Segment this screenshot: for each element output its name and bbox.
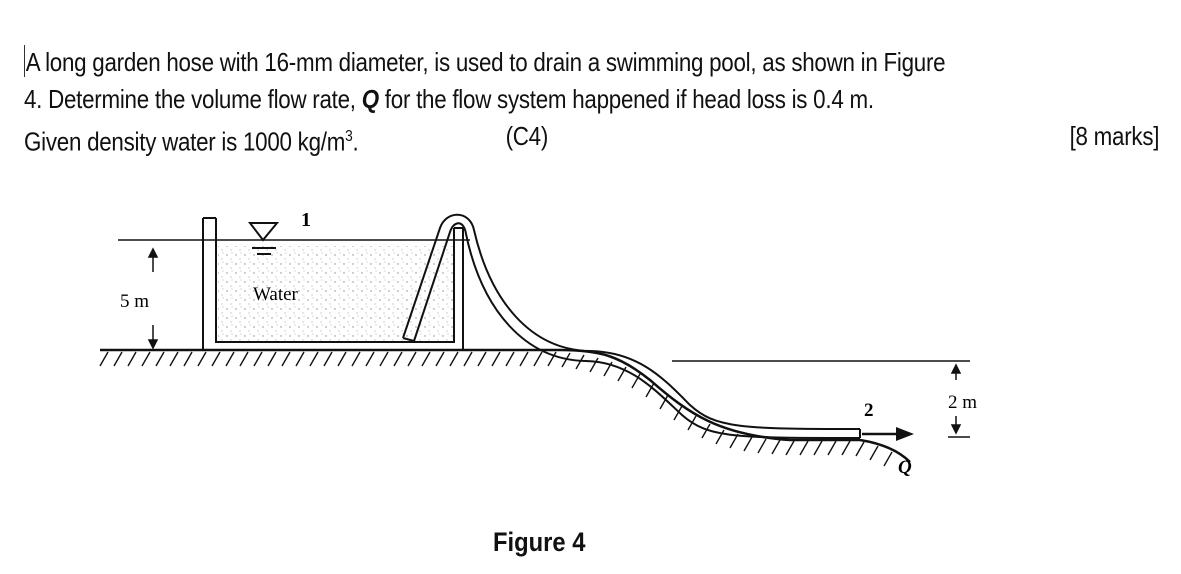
- free-surface-symbol: [247, 222, 280, 255]
- garden-hose: [402, 213, 861, 439]
- flow-label-q: Q: [898, 457, 912, 478]
- height-2m-label: 2 m: [948, 392, 977, 413]
- question-line-1-text: A long garden hose with 16-mm diameter, …: [25, 47, 946, 77]
- height-5m-dimension: [147, 247, 159, 350]
- question-text: A long garden hose with 16-mm diameter, …: [24, 44, 1160, 157]
- water-label: Water: [253, 284, 299, 305]
- point-2-label: 2: [864, 400, 874, 421]
- marks-label: [8 marks]: [1069, 121, 1160, 151]
- text-cursor: [24, 45, 25, 77]
- superscript-3: 3: [345, 128, 353, 145]
- question-line-1: A long garden hose with 16-mm diameter, …: [24, 44, 1159, 81]
- height-2m-dimension: [948, 363, 970, 438]
- height-5m-label: 5 m: [120, 291, 149, 312]
- point-1-label: 1: [301, 209, 311, 231]
- flow-arrow: [862, 427, 914, 441]
- figure-caption: Figure 4: [493, 527, 586, 557]
- question-line-2-post: for the flow system happened if head los…: [378, 84, 874, 114]
- question-line-2: 4. Determine the volume flow rate, Q for…: [24, 81, 1159, 118]
- question-line-2-pre: 4. Determine the volume flow rate,: [24, 84, 362, 114]
- question-line-3: Given density water is 1000 kg/m3. (C4) [8…: [24, 118, 1160, 157]
- ground: [99, 348, 911, 467]
- flow-rate-symbol: Q: [361, 84, 379, 114]
- pool-water: [218, 246, 454, 342]
- question-line-3-post: .: [352, 126, 359, 157]
- course-outcome: (C4): [505, 121, 549, 151]
- question-line-3-pre: Given density water is 1000 kg/m: [24, 126, 346, 157]
